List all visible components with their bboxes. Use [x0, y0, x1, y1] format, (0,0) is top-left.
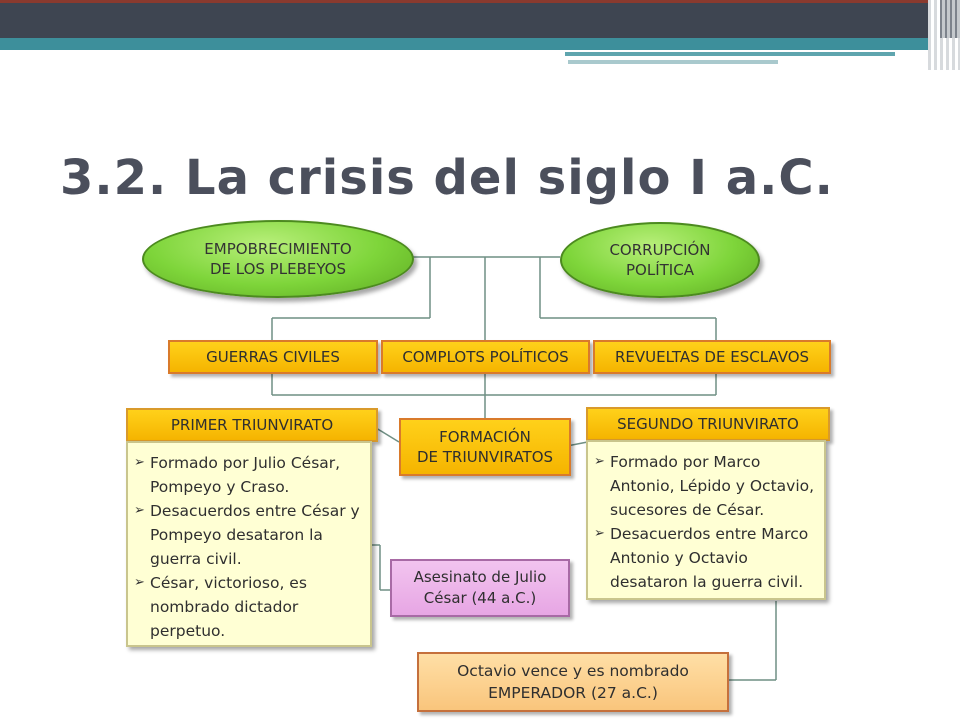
cause-oval-corruption: CORRUPCIÓN POLÍTICA [560, 222, 760, 298]
teal-accent-line-light [568, 60, 778, 64]
teal-accent-bar [0, 38, 930, 50]
emperor-line: Octavio vence y es nombrado [457, 662, 689, 680]
emperor-box: Octavio vence y es nombrado EMPERADOR (2… [417, 652, 729, 712]
arrow-bullet-icon: ➢ [134, 575, 145, 590]
cause-line: POLÍTICA [626, 261, 694, 279]
arrow-bullet-icon: ➢ [594, 526, 605, 541]
first-triumvirate-panel: ➢Formado por Julio César, Pompeyo y Cras… [126, 441, 372, 647]
header-bar [0, 0, 960, 38]
cause-line: EMPOBRECIMIENTO [204, 240, 352, 258]
teal-accent-line [565, 52, 895, 56]
list-item: ➢Formado por Julio César, Pompeyo y Cras… [134, 451, 366, 499]
list-item: ➢Formado por Marco Antonio, Lépido y Oct… [594, 450, 820, 522]
list-item: ➢Desacuerdos entre César y Pompeyo desat… [134, 499, 366, 571]
cause-line: CORRUPCIÓN [609, 241, 711, 259]
cause-oval-impoverishment: EMPOBRECIMIENTO DE LOS PLEBEYOS [142, 220, 414, 298]
header-accent-line [0, 0, 960, 3]
consequence-civil-wars: GUERRAS CIVILES [168, 340, 378, 374]
list-item: ➢Desacuerdos entre Marco Antonio y Octav… [594, 522, 820, 594]
arrow-bullet-icon: ➢ [594, 454, 605, 469]
list-item: ➢César, victorioso, es nombrado dictador… [134, 571, 366, 643]
emperor-line: EMPERADOR (27 a.C.) [488, 684, 658, 702]
stripe-decoration-dark [940, 0, 960, 38]
consequence-slave-revolts: REVUELTAS DE ESCLAVOS [593, 340, 831, 374]
arrow-bullet-icon: ➢ [134, 455, 145, 470]
second-triumvirate-header: SEGUNDO TRIUNVIRATO [586, 407, 830, 441]
arrow-bullet-icon: ➢ [134, 503, 145, 518]
assassination-box: Asesinato de Julio César (44 a.C.) [390, 559, 570, 617]
consequence-political-plots: COMPLOTS POLÍTICOS [381, 340, 590, 374]
assassination-line: Asesinato de Julio [413, 568, 547, 586]
cause-line: DE LOS PLEBEYOS [209, 260, 347, 278]
center-line: DE TRIUNVIRATOS [416, 448, 554, 466]
first-triumvirate-header: PRIMER TRIUNVIRATO [126, 408, 378, 442]
slide-title: 3.2. La crisis del siglo I a.C. [60, 150, 834, 206]
center-line: FORMACIÓN [439, 428, 531, 446]
center-triumvirates-box: FORMACIÓN DE TRIUNVIRATOS [399, 418, 571, 476]
assassination-line: César (44 a.C.) [423, 589, 537, 607]
second-triumvirate-panel: ➢Formado por Marco Antonio, Lépido y Oct… [586, 440, 826, 600]
